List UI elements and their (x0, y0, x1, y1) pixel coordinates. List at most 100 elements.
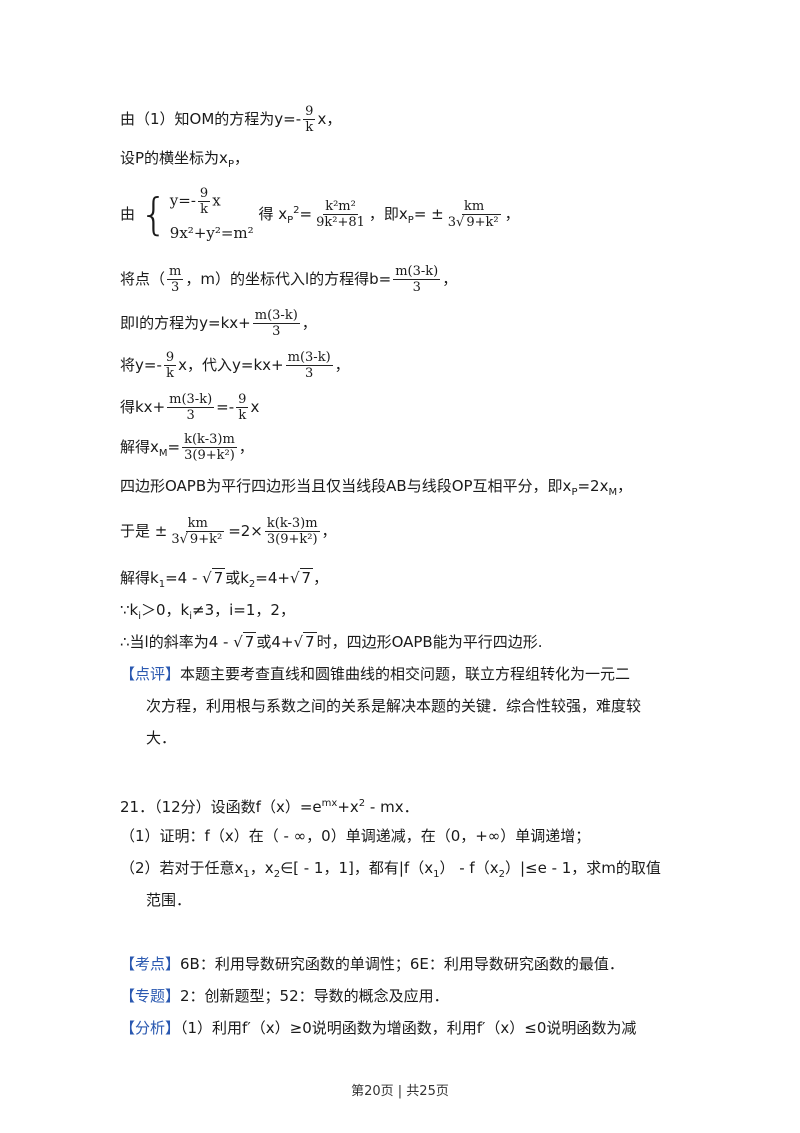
subscript: i (138, 611, 142, 622)
system-row-2: 9x²+y²=m² (169, 224, 254, 242)
text: ， (233, 149, 249, 167)
denominator: k (166, 366, 174, 381)
denominator: 3 (304, 366, 314, 381)
question-21-part-2: （2）若对于任意x1，x2∈[ - 1，1]，都有|f（x1） - f（x2）|… (120, 858, 661, 885)
text: 或4+ (256, 633, 294, 651)
text: 将点（ (120, 270, 166, 288)
text: x，代入y=kx+ (178, 356, 284, 374)
text: 本题主要考查直线和圆锥曲线的相交问题，联立方程组转化为一元二 (180, 665, 631, 683)
subscript: 2 (248, 579, 256, 590)
text: ） - f（x (439, 859, 499, 877)
denominator: k (238, 408, 247, 423)
radicand: 9+k² (464, 214, 501, 230)
comment-block-line-1: 【点评】本题主要考查直线和圆锥曲线的相交问题，联立方程组转化为一元二 (120, 664, 630, 684)
text: +x (337, 798, 359, 816)
denominator: 3(9+k²) (184, 448, 235, 463)
radical-sign: √ (456, 215, 465, 230)
minus-sign: - (228, 398, 235, 416)
numerator: m (167, 264, 184, 280)
text: = (167, 438, 181, 456)
text: 大． (146, 729, 177, 747)
text: ∈[ - 1，1]，都有|f（x (280, 859, 434, 877)
text: 次方程，利用根与系数之间的关系是解决本题的关键．综合性较强，难度较 (146, 697, 642, 715)
comment-tag: 【点评】 (120, 665, 181, 683)
text: 解得x (120, 438, 159, 456)
text: 2：创新题型；52：导数的概念及应用． (180, 987, 449, 1005)
comment-block-line-3: 大． (146, 728, 176, 748)
fraction: m(3-k)3 (393, 264, 441, 295)
text: 3 (171, 532, 180, 547)
subscript: P (227, 159, 234, 170)
text: ， (617, 477, 633, 495)
subscript: 1 (158, 579, 166, 590)
text: = (299, 205, 313, 223)
radical-sign: √ (179, 532, 188, 547)
subscript: 2 (498, 869, 505, 880)
denominator: 3√9+k² (169, 531, 226, 547)
text: =2x (577, 477, 609, 495)
text: 得 x (258, 205, 288, 223)
superscript: 2 (293, 205, 300, 216)
numerator: k²m² (323, 199, 358, 215)
numerator: m(3-k) (252, 308, 300, 324)
text: 即l的方程为y=kx+ (120, 314, 251, 332)
line-l-equation: 即l的方程为y=kx+m(3-k)3， (120, 308, 317, 339)
text: ， (334, 356, 350, 374)
text: 由 (120, 205, 136, 223)
line-p-abscissa: 设P的横坐标为xP， (120, 148, 249, 175)
radicand: 7 (242, 632, 257, 651)
radical-sign: √ (293, 633, 304, 651)
denominator: 3 (186, 408, 195, 423)
radicand: 7 (299, 568, 314, 587)
text: ≠3，i=1，2， (192, 601, 295, 619)
denominator: 9k²+81 (316, 215, 365, 230)
numerator: km (185, 516, 210, 532)
subscript: P (287, 215, 294, 226)
text: 6B：利用导数研究函数的单调性；6E：利用导数研究函数的最值． (180, 955, 624, 973)
text: 解得k (120, 569, 159, 587)
text: 得kx+ (120, 398, 166, 416)
page-footer: 第20页 | 共25页 (351, 1084, 449, 1099)
superscript: 2 (358, 798, 366, 809)
text: ∵k (120, 601, 139, 619)
text: ， (301, 314, 317, 332)
text: x (212, 191, 221, 210)
radical-sign: √ (202, 569, 212, 587)
subscript: P (407, 215, 414, 226)
text: x， (317, 110, 342, 128)
text: 时，四边形OAPB能为平行四边形. (316, 633, 543, 651)
line-parallelogram-condition: 四边形OAPB为平行四边形当且仅当线段AB与线段OP互相平分，即xP=2xM， (120, 476, 632, 503)
left-brace: { (139, 188, 168, 240)
fenxi-tag: 【分析】 (120, 1019, 181, 1037)
text: （2）若对于任意x (120, 859, 244, 877)
text: （1）利用f′（x）≥0说明函数为增函数，利用f′（x）≤0说明函数为减 (180, 1019, 637, 1037)
denominator: 3 (171, 280, 180, 295)
numerator: k(k-3)m (182, 432, 237, 448)
radical-sign: √ (233, 633, 243, 651)
text: ＞0，k (141, 601, 190, 619)
radical-sign: √ (289, 569, 300, 587)
numerator: 9 (303, 104, 316, 120)
text: y=- (169, 191, 196, 210)
line-because: ∵ki＞0，ki≠3，i=1，2， (120, 600, 295, 627)
text: ， (313, 569, 329, 587)
question-21-part-1: （1）证明：f（x）在（ - ∞，0）单调递减，在（0，+∞）单调递增； (120, 826, 590, 846)
denominator: 3(9+k²) (266, 532, 318, 547)
denominator: k (305, 120, 314, 135)
text: ∴当l的斜率为4 - (120, 633, 234, 651)
